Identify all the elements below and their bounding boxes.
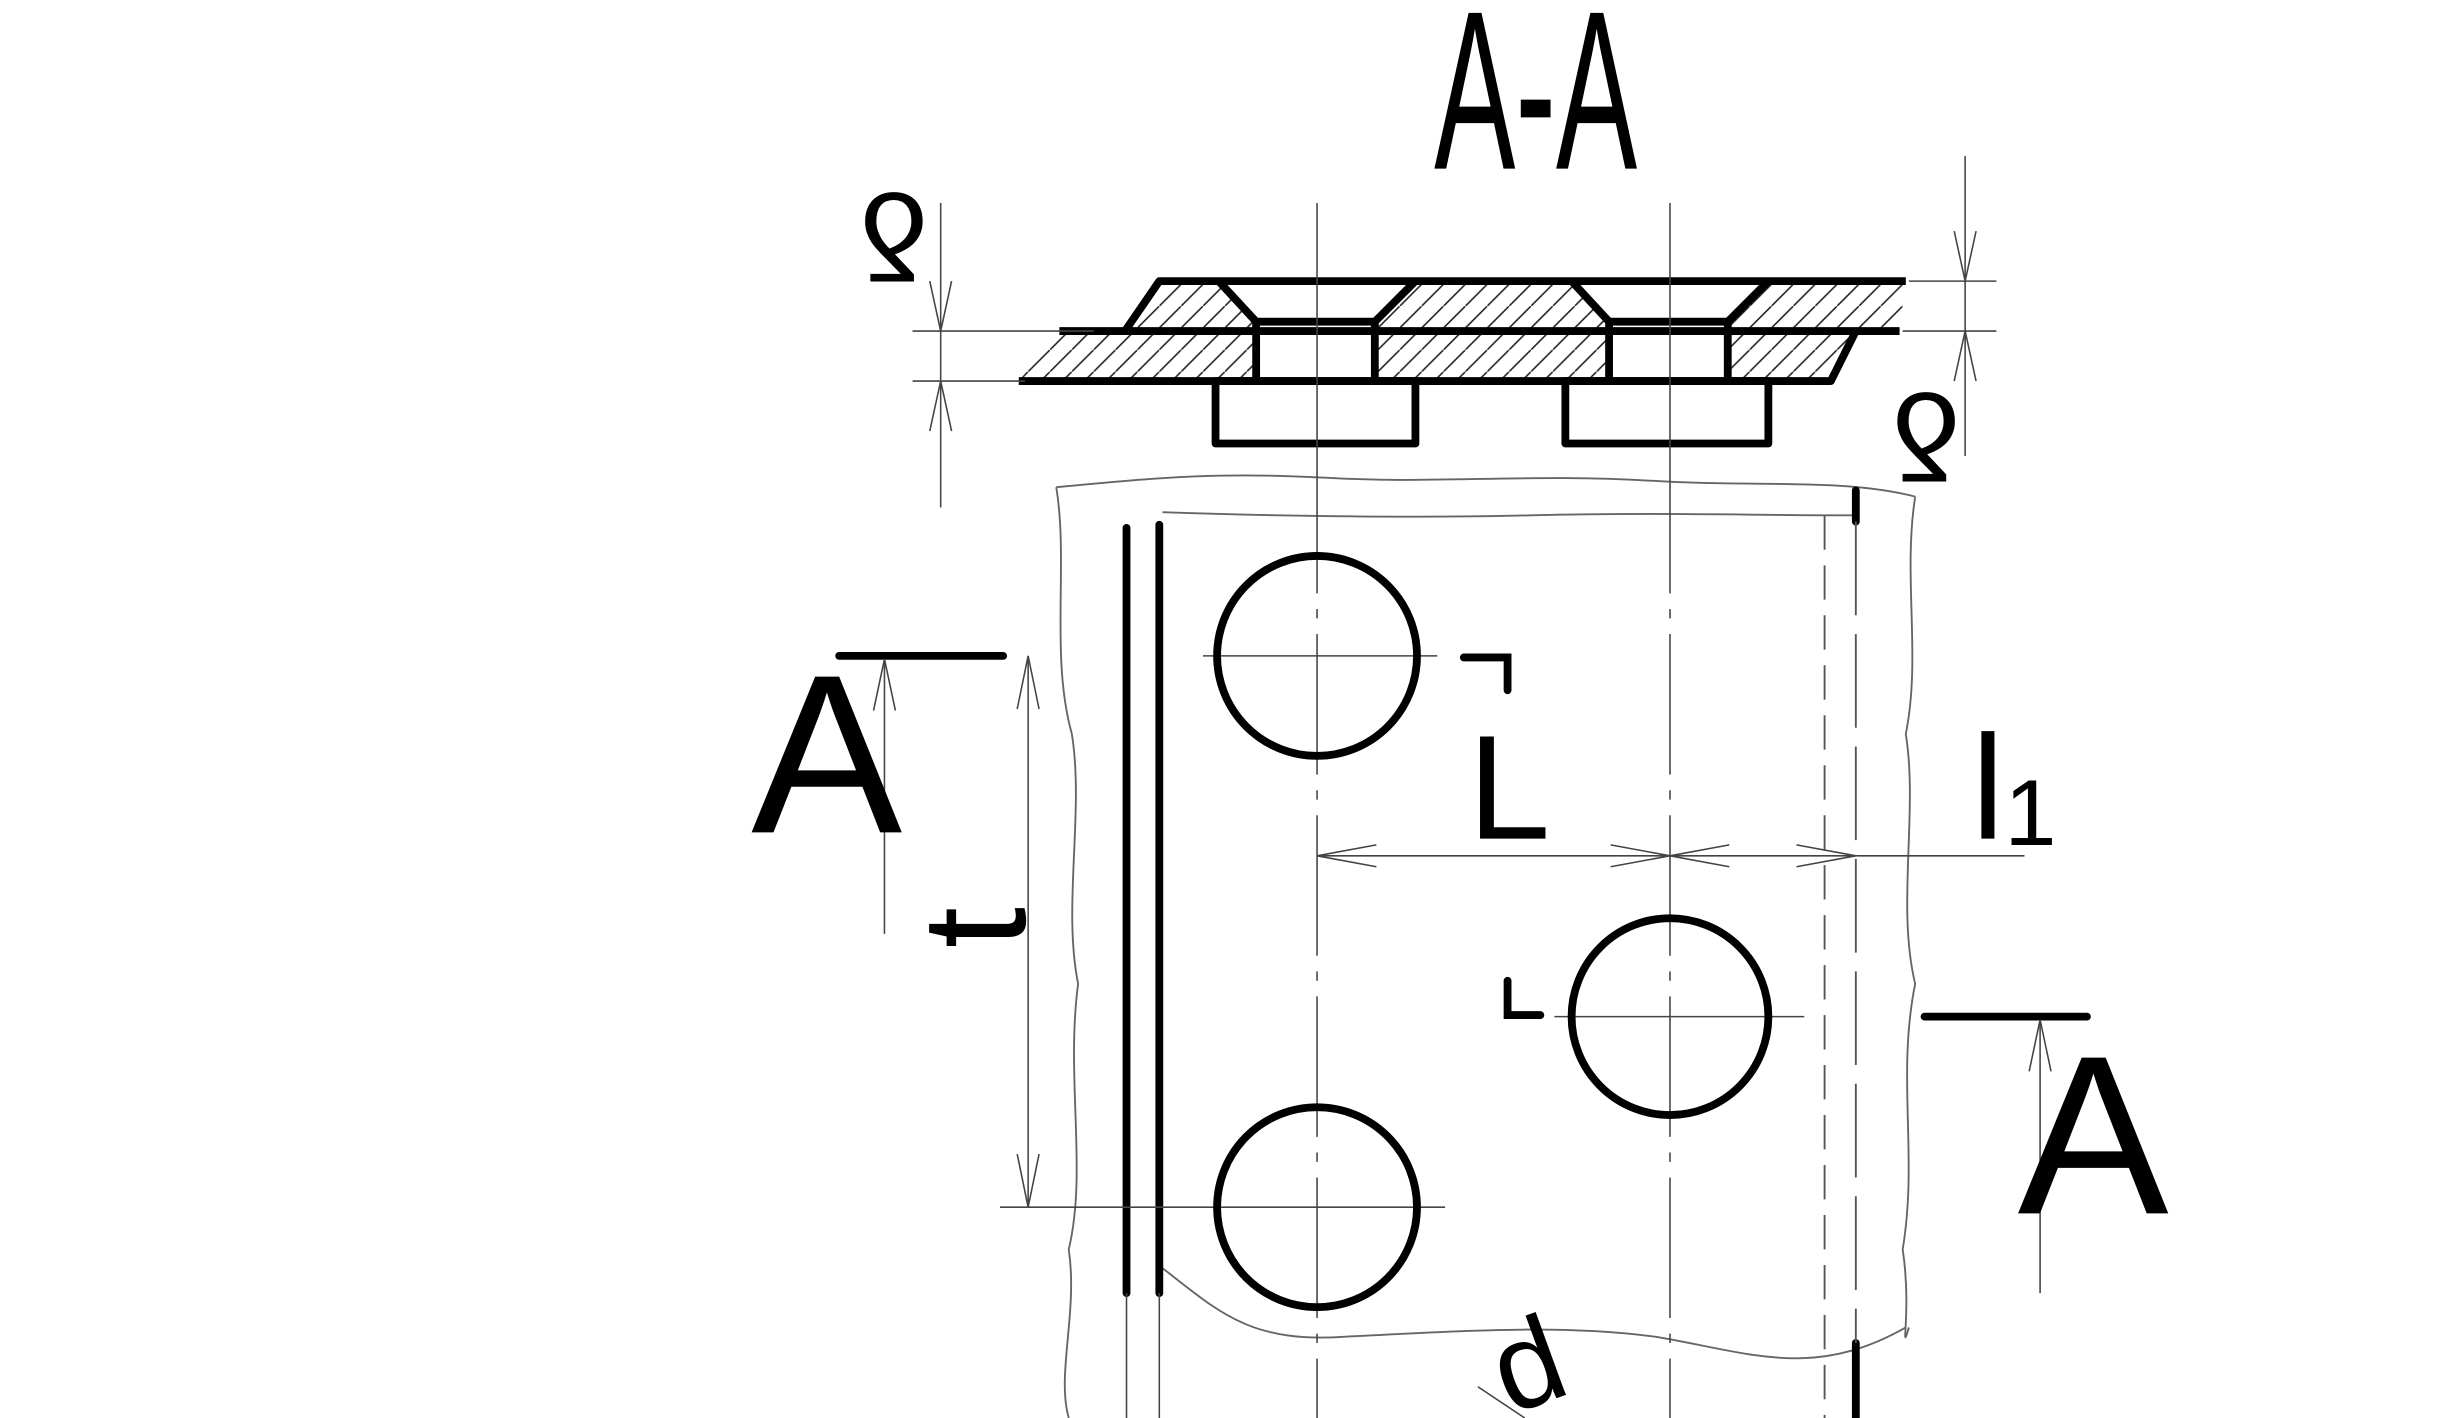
cut-corner-bottom [1503,976,1545,1019]
thickness-dimension-left [912,203,1094,508]
section-arrow-left [872,658,897,934]
rivet-hole-3 [1213,1103,1421,1312]
diameter-label: d [1472,1289,1582,1418]
top-plate-outline [1121,277,1906,334]
diameter-leader [1477,1386,1526,1418]
section-mark-left: A [751,627,902,880]
thickness-label-top: δ [860,168,928,304]
edge-distance-label: l1 [1971,706,2056,871]
plate-break-outline [1055,474,1917,1418]
row-distance-dimension [1316,844,2025,868]
thickness-label-bottom: δ [1892,368,1960,504]
section-mark-right: A [2018,1008,2169,1261]
cut-corner-top [1459,653,1512,695]
section-title: A-A [1434,0,1637,217]
rivet-hole-1 [1213,552,1421,760]
section-arrow-right [2028,1019,2052,1294]
rivet-1-head [1211,377,1420,448]
edge-distance-main: l [1971,706,2004,871]
edge-distance-subscript: 1 [2004,760,2056,865]
row-distance-label: L [1468,706,1551,871]
rivet-2-head [1561,377,1773,448]
rivet-hole-2 [1567,914,1773,1119]
thickness-dimension-right [1902,156,1997,457]
pitch-dimension [1016,655,1040,1208]
section-view [912,156,1997,508]
pitch-label: t [892,907,1057,948]
plan-view [835,452,2091,1418]
